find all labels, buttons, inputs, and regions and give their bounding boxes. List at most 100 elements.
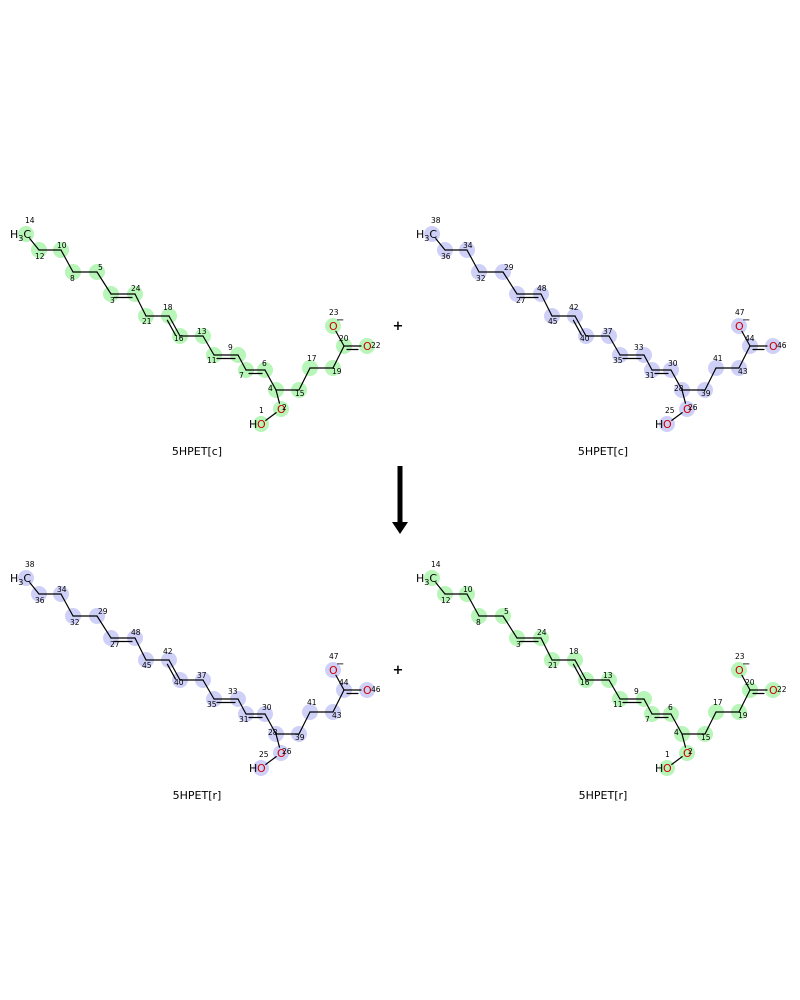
atom-highlight [253,416,269,432]
negative-charge: − [742,315,750,326]
bond-line [134,637,147,661]
hydroxyl-h-label: H [249,762,257,775]
bond-line [264,369,277,391]
bond-line [264,713,277,735]
oxygen-label: O [277,747,286,760]
atom-index: 24 [131,284,141,293]
atom-index: 21 [142,317,152,326]
atom-index: 3 [110,296,115,305]
atom-index: 8 [476,618,481,627]
atom-index: 42 [163,647,173,656]
atom-index: 16 [174,334,184,343]
atom-index: 48 [131,628,141,637]
bond-line [134,293,147,317]
atom-index: 3 [516,640,521,649]
atom-index: 22 [371,341,381,350]
oxygen-label: O [329,320,338,333]
bond-line [608,335,621,356]
atom-index: 44 [745,334,755,343]
bond-line [681,389,687,404]
plus-sign: + [393,319,404,334]
atom-index: 30 [262,703,272,712]
oxygen-label: O [683,747,692,760]
atom-index: 35 [207,700,217,709]
atom-index: 15 [701,733,711,742]
atom-index: 46 [777,341,787,350]
atom-index: 17 [713,698,723,707]
plus-sign: + [393,663,404,678]
oxygen-label: O [769,684,778,697]
oxygen-label: O [363,684,372,697]
atom-index: 5 [98,263,103,272]
bond-line [466,249,480,273]
atom-index: 29 [504,263,514,272]
bond-line [60,249,74,273]
atom-index: 22 [777,685,787,694]
atom-index: 48 [537,284,547,293]
atom-index: 19 [332,367,342,376]
atom-highlight [731,662,747,678]
atom-index: 39 [295,733,305,742]
atom-index: 14 [25,216,35,225]
atom-index: 19 [738,711,748,720]
double-bond-line [572,663,583,680]
atom-index: 30 [668,359,678,368]
atom-highlight [765,682,781,698]
atom-index: 39 [701,389,711,398]
atom-index: 36 [441,252,451,261]
atom-index: 14 [431,560,441,569]
atom-highlight [18,570,34,586]
atom-index: 31 [239,715,249,724]
atom-index: 5 [504,607,509,616]
atom-highlight [325,662,341,678]
negative-charge: − [336,315,344,326]
bond-line [670,369,683,391]
atom-index: 37 [603,327,613,336]
atom-index: 10 [57,241,67,250]
atom-index: 45 [548,317,558,326]
bond-line [96,615,112,639]
bond-line [96,271,112,295]
bond-line [298,367,311,391]
atom-index: 38 [25,560,35,569]
atom-highlight [359,682,375,698]
atom-highlight [659,760,675,776]
atom-index: 7 [645,715,650,724]
atom-index: 36 [35,596,45,605]
bond-line [574,315,587,337]
down-arrow-icon [392,466,408,534]
bond-line [643,698,653,715]
methyl-label: H3C [416,572,437,587]
atom-index: 1 [665,750,670,759]
bond-line [237,354,247,371]
atom-index: 43 [332,711,342,720]
bond-line [335,674,345,691]
bond-line [741,674,751,691]
atom-index: 11 [613,700,623,709]
oxygen-label: O [735,664,744,677]
oxygen-label: O [663,418,672,431]
oxygen-label: O [363,340,372,353]
atom-index: 8 [70,274,75,283]
molecule-2: H3COO−OOH3836343229274845424037353331302… [416,216,787,458]
atom-index: 11 [207,356,217,365]
atom-highlight [18,226,34,242]
double-bond-line [166,663,177,680]
atom-index: 1 [259,406,264,415]
bond-line [237,698,247,715]
atom-index: 2 [688,747,693,756]
atom-highlight [359,338,375,354]
atom-index: 24 [537,628,547,637]
bond-line [502,271,518,295]
atom-highlight [679,745,695,761]
atom-index: 41 [713,354,723,363]
bond-line [435,238,446,251]
atom-highlight [424,226,440,242]
atom-index: 31 [645,371,655,380]
molecule-name: 5HPET[r] [579,789,628,802]
atom-index: 43 [738,367,748,376]
bond-line [738,345,751,369]
oxygen-label: O [735,320,744,333]
oxygen-label: O [257,418,266,431]
